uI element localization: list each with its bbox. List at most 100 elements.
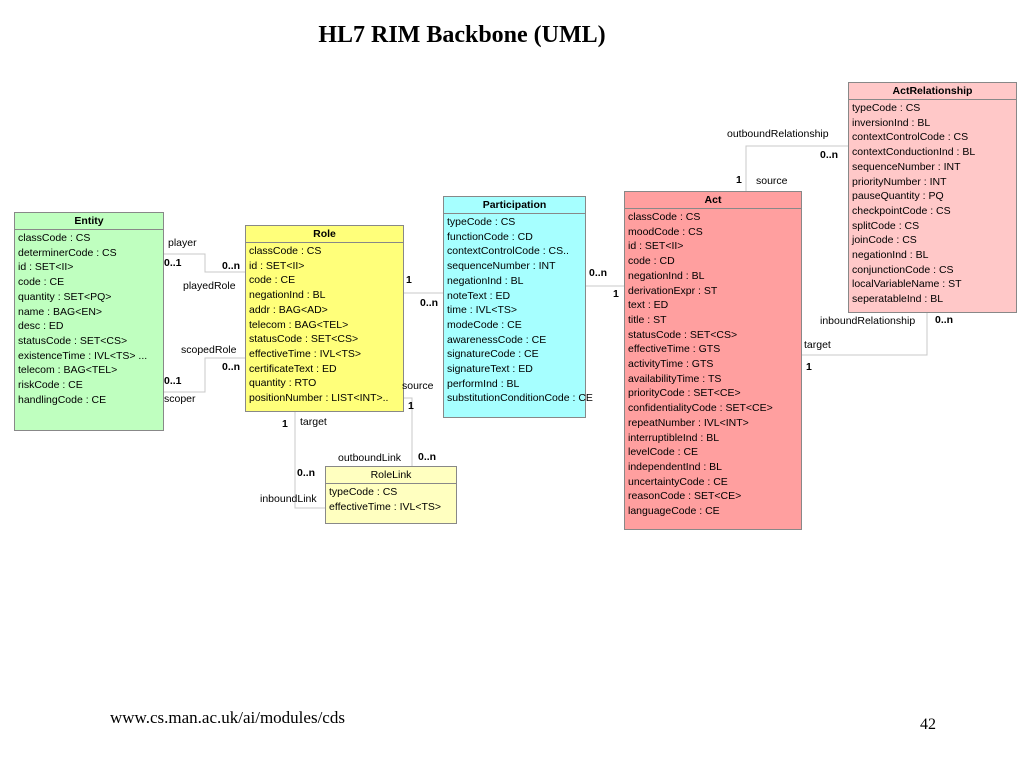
act-attribute: statusCode : SET<CS> <box>628 328 738 341</box>
role-participation-role-multiplicity: 1 <box>406 274 412 286</box>
act-attribute: code : CD <box>628 255 675 268</box>
role-attribute: id : SET<II> <box>249 259 305 272</box>
act-relationship-attribute: sequenceNumber : INT <box>852 160 961 173</box>
footer-url: www.cs.man.ac.uk/ai/modules/cds <box>110 708 345 727</box>
act-attribute: availabilityTime : TS <box>628 372 722 385</box>
participation-class: Participation typeCode : CS functionCode… <box>443 196 593 418</box>
role-link-source-multiplicity: 1 <box>408 400 414 412</box>
act-relationship-attribute: typeCode : CS <box>852 102 921 114</box>
act-attribute: moodCode : CS <box>628 225 703 238</box>
player-association-line <box>164 253 245 273</box>
outbound-relationship-multiplicity: 0..n <box>820 149 839 161</box>
act-attribute: languageCode : CE <box>628 505 720 518</box>
scoper-role-multiplicity: 0..n <box>222 361 241 373</box>
act-relationship-target-label: target <box>804 339 831 351</box>
participation-attribute: awarenessCode : CE <box>447 333 547 346</box>
entity-attribute: code : CE <box>18 276 65 289</box>
page-title: HL7 RIM Backbone (UML) <box>318 22 606 48</box>
act-relationship-attribute: checkpointCode : CS <box>852 204 951 217</box>
act-relationship-class: ActRelationship typeCode : CS inversionI… <box>848 82 1017 313</box>
act-attribute: interruptibleInd : BL <box>628 431 720 444</box>
act-attribute: levelCode : CE <box>628 446 699 459</box>
role-attribute: negationInd : BL <box>249 289 326 302</box>
act-attribute: title : ST <box>628 313 667 326</box>
inbound-link-label: inboundLink <box>260 493 317 505</box>
role-attribute: code : CE <box>249 274 296 287</box>
act-attributes: classCode : CS moodCode : CS id : SET<II… <box>625 209 801 520</box>
act-relationship-attribute: priorityNumber : INT <box>852 175 947 188</box>
act-attribute: classCode : CS <box>628 211 701 223</box>
entity-attribute: classCode : CS <box>18 232 91 244</box>
entity-class: Entity classCode : CS determinerCode : C… <box>14 212 164 431</box>
role-link-target-multiplicity: 1 <box>282 418 288 430</box>
role-attribute: effectiveTime : IVL<TS> <box>249 347 362 360</box>
role-attribute: quantity : RTO <box>249 377 317 390</box>
outbound-link-label: outboundLink <box>338 452 402 464</box>
page-number: 42 <box>920 716 936 733</box>
participation-attribute: sequenceNumber : INT <box>447 260 556 273</box>
role-class-name: Role <box>246 226 403 243</box>
act-actrel-inbound-line <box>802 313 928 356</box>
role-attribute: classCode : CS <box>249 245 322 257</box>
entity-attribute: statusCode : SET<CS> <box>18 334 128 347</box>
act-relationship-attribute: contextControlCode : CS <box>852 131 969 144</box>
played-role-label: playedRole <box>183 280 236 292</box>
role-attribute: addr : BAG<AD> <box>249 303 328 316</box>
entity-attribute: desc : ED <box>18 320 64 333</box>
entity-class-name: Entity <box>15 213 163 230</box>
scoper-role-label: scoper <box>164 393 196 405</box>
participation-attribute: substitutionConditionCode : CE <box>447 392 593 405</box>
act-relationship-attribute: seperatableInd : BL <box>852 293 944 306</box>
act-relationship-attribute: negationInd : BL <box>852 249 929 262</box>
role-link-attribute: typeCode : CS <box>329 486 398 498</box>
player-entity-multiplicity: 0..1 <box>164 257 182 269</box>
outbound-relationship-label: outboundRelationship <box>727 128 829 140</box>
player-role-multiplicity: 0..n <box>222 260 241 272</box>
outbound-link-multiplicity: 0..n <box>418 451 437 463</box>
act-actrel-outbound-line <box>745 145 848 191</box>
role-class: Role classCode : CS id : SET<II> code : … <box>245 225 404 412</box>
entity-attribute: id : SET<II> <box>18 261 74 274</box>
act-relationship-target-multiplicity: 1 <box>806 361 812 373</box>
act-relationship-attributes: typeCode : CS inversionInd : BL contextC… <box>849 100 1016 308</box>
participation-attribute: contextControlCode : CS.. <box>447 245 569 258</box>
act-class: Act classCode : CS moodCode : CS id : SE… <box>624 191 802 530</box>
act-relationship-attribute: inversionInd : BL <box>852 116 931 129</box>
participation-attribute: performInd : BL <box>447 377 520 390</box>
inbound-link-multiplicity: 0..n <box>297 467 316 479</box>
act-attribute: uncertaintyCode : CE <box>628 475 728 488</box>
act-attribute: repeatNumber : IVL<INT> <box>628 416 749 429</box>
role-attribute: positionNumber : LIST<INT>.. <box>249 392 389 405</box>
act-class-name: Act <box>625 192 801 209</box>
role-attribute: statusCode : SET<CS> <box>249 333 359 346</box>
role-attributes: classCode : CS id : SET<II> code : CE ne… <box>246 243 403 407</box>
participation-attribute: signatureText : ED <box>447 363 533 376</box>
act-relationship-source-multiplicity: 1 <box>736 174 742 186</box>
scoper-entity-multiplicity: 0..1 <box>164 375 182 387</box>
role-link-class: RoleLink typeCode : CS effectiveTime : I… <box>325 466 457 524</box>
participation-attributes: typeCode : CS functionCode : CD contextC… <box>444 214 593 407</box>
role-link-attributes: typeCode : CS effectiveTime : IVL<TS> <box>326 484 456 515</box>
participation-attribute: modeCode : CE <box>447 318 522 331</box>
participation-attribute: noteText : ED <box>447 289 511 302</box>
act-attribute: effectiveTime : GTS <box>628 343 721 356</box>
inbound-relationship-multiplicity: 0..n <box>935 314 954 326</box>
participation-class-name: Participation <box>444 197 585 214</box>
entity-attribute: telecom : BAG<TEL> <box>18 364 118 377</box>
act-attribute: priorityCode : SET<CE> <box>628 387 741 400</box>
act-relationship-attribute: conjunctionCode : CS <box>852 263 954 276</box>
act-relationship-attribute: localVariableName : ST <box>852 278 962 291</box>
role-link-target-label: target <box>300 416 327 428</box>
participation-attribute: negationInd : BL <box>447 274 524 287</box>
participation-attribute: time : IVL<TS> <box>447 304 518 317</box>
act-relationship-attribute: joinCode : CS <box>852 234 917 247</box>
entity-attribute: determinerCode : CS <box>18 246 117 259</box>
act-relationship-attribute: splitCode : CS <box>852 219 920 232</box>
player-role-label: player <box>168 237 197 249</box>
role-link-source-label: source <box>402 380 434 392</box>
participation-act-act-multiplicity: 1 <box>613 288 619 300</box>
role-attribute: telecom : BAG<TEL> <box>249 318 349 331</box>
role-link-attribute: effectiveTime : IVL<TS> <box>329 500 442 513</box>
role-participation-participation-multiplicity: 0..n <box>420 297 439 309</box>
